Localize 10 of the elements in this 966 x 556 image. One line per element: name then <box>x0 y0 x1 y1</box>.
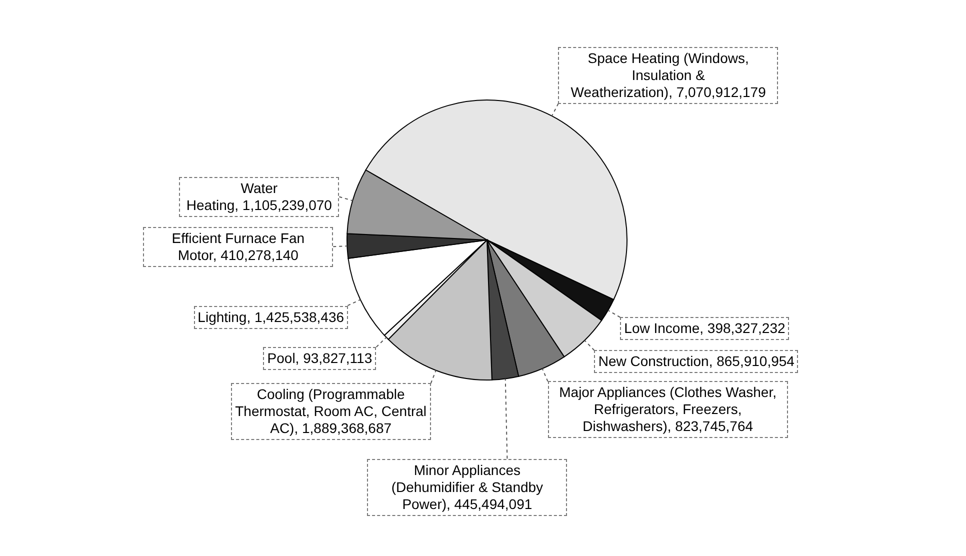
data-label: New Construction, 865,910,954 <box>594 350 798 374</box>
data-label: Efficient Furnace Fan Motor, 410,278,140 <box>143 226 334 267</box>
data-label: Low Income, 398,327,232 <box>620 317 790 340</box>
data-label: Pool, 93,827,113 <box>263 347 376 370</box>
data-label: Minor Appliances (Dehumidifier & Standby Power), 445,494,091 <box>367 458 568 516</box>
data-label: Lighting, 1,425,538,436 <box>194 306 348 329</box>
data-label: Major Appliances (Clothes Washer, Refrigerators, Freezers, Dishwashers), 823,745,764 <box>548 381 788 438</box>
data-label: Space Heating (Windows, Insulation & Weatherization), 7,070,912,179 <box>558 46 778 104</box>
data-label: Cooling (Programmable Thermostat, Room AC, Central AC), 1,889,368,687 <box>230 383 431 440</box>
data-label: Water Heating, 1,105,239,070 <box>179 176 340 217</box>
